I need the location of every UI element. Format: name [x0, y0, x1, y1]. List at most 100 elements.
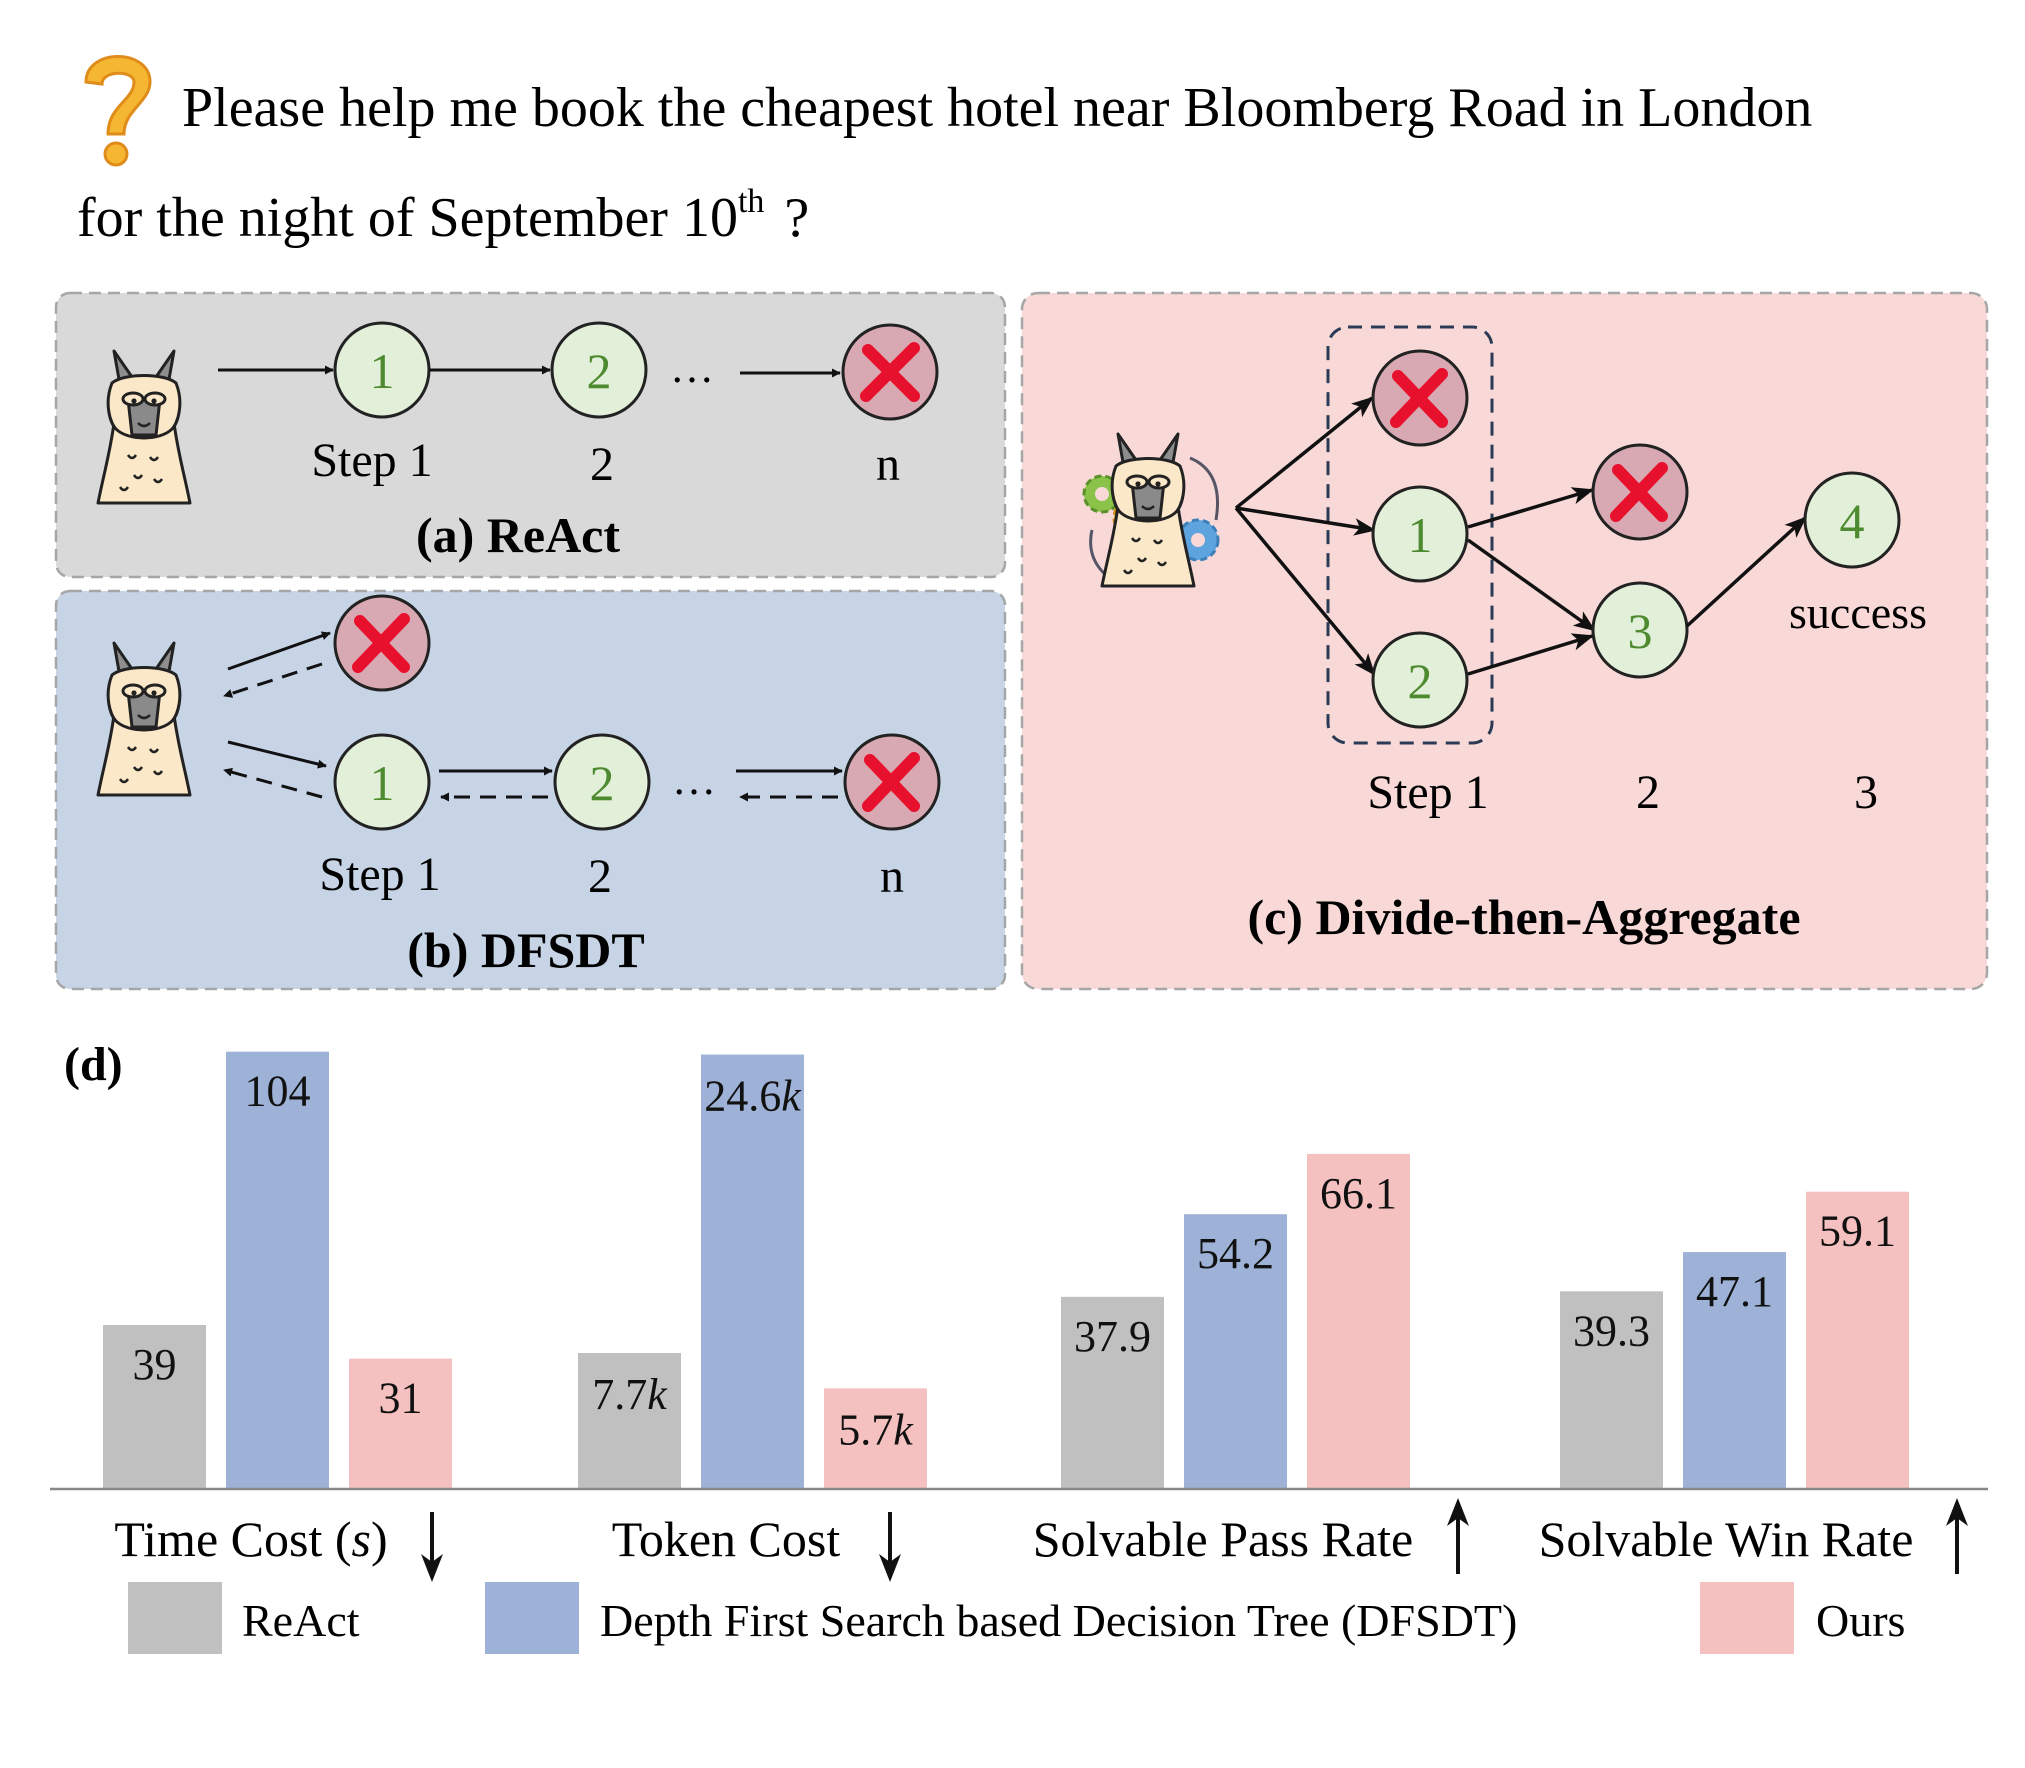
- bar-value-label: 37.9: [1074, 1312, 1151, 1361]
- svg-text:2: 2: [587, 343, 612, 399]
- bar-value-label: 39.3: [1573, 1306, 1650, 1355]
- category-label: Time Cost (s): [114, 1511, 387, 1567]
- fail-node: [843, 733, 941, 831]
- panel-dfsdt-bg: [54, 589, 1007, 991]
- fail-node: [841, 323, 939, 421]
- bar-value-label: 7.7k: [592, 1370, 668, 1419]
- edge: [1235, 506, 1377, 536]
- legend-label: Depth First Search based Decision Tree (…: [600, 1595, 1517, 1646]
- legend-swatch: [1700, 1582, 1794, 1654]
- bar-react-1: [103, 1325, 206, 1489]
- bar-react-2: [578, 1353, 681, 1489]
- step-node: 2: [553, 733, 651, 831]
- edge: [1234, 506, 1376, 676]
- edge: [1467, 633, 1595, 676]
- red-cross-icon: [860, 342, 920, 402]
- step-node: 3: [1591, 581, 1689, 679]
- step-label: n: [876, 438, 900, 491]
- backtrack-edge: [223, 662, 323, 698]
- svg-text:1: 1: [370, 343, 395, 399]
- question-line-2: for the night of September 10th?: [77, 183, 809, 249]
- step-node: 2: [550, 321, 648, 419]
- panel-title: (c) Divide-then-Aggregate: [1247, 889, 1800, 945]
- panel-dfsdt: 1 2 … Step 1 2 n (b) DFSDT: [54, 589, 1007, 991]
- category-label: Solvable Win Rate: [1539, 1511, 1914, 1567]
- step-label: Step 1: [1367, 766, 1488, 819]
- bar-value-label: 5.7k: [838, 1405, 914, 1454]
- step-node: 4: [1803, 471, 1901, 569]
- step-node: 1: [333, 733, 431, 831]
- edge: [1467, 487, 1595, 529]
- svg-text:3: 3: [1628, 603, 1653, 659]
- backtrack-edge: [223, 767, 323, 799]
- step-label: Step 1: [319, 848, 440, 901]
- fail-node: [1591, 443, 1689, 541]
- edge: [1234, 396, 1374, 510]
- panel-d-label: (d): [64, 1038, 123, 1091]
- legend: ReAct Depth First Search based Decision T…: [128, 1582, 1905, 1654]
- red-cross-icon: [862, 752, 920, 812]
- bar-value-label: 39: [133, 1340, 177, 1389]
- svg-text:1: 1: [1408, 507, 1433, 563]
- fail-node: [1371, 349, 1469, 447]
- bar-value-label: 104: [245, 1067, 311, 1116]
- bar-marks: 39 7.7k 37.9 39.3 104 24.6k 54.2 47.1 31 5.7k 66.1…: [103, 1051, 1909, 1489]
- bar-dfsdt-2: [701, 1054, 804, 1489]
- panel-react: 1 2 … Step 1 2 n (a) ReAct: [54, 291, 1007, 579]
- svg-text:4: 4: [1840, 493, 1865, 549]
- arrow-down-icon: [879, 1512, 901, 1582]
- parallel-step-box: [1326, 325, 1494, 745]
- bar-value-label: 66.1: [1320, 1169, 1397, 1218]
- panel-title: (a) ReAct: [416, 507, 620, 563]
- bar-react-4: [1560, 1291, 1663, 1489]
- panel-react-bg: [54, 291, 1007, 579]
- step-label: Step 1: [311, 434, 432, 487]
- bar-dfsdt-4: [1683, 1252, 1786, 1489]
- legend-swatch: [485, 1582, 579, 1654]
- step-node: 2: [1371, 631, 1469, 729]
- bar-ours-2: [824, 1388, 927, 1489]
- legend-swatch: [128, 1582, 222, 1654]
- legend-label: Ours: [1816, 1595, 1905, 1646]
- ellipsis: …: [670, 343, 714, 392]
- category-label: Solvable Pass Rate: [1033, 1511, 1414, 1567]
- bar-value-label: 54.2: [1197, 1229, 1274, 1278]
- panel-title: (b) DFSDT: [407, 922, 645, 978]
- red-cross-icon: [1610, 462, 1668, 522]
- bar-value-label: 47.1: [1696, 1267, 1773, 1316]
- edge: [1685, 516, 1807, 628]
- bar-dfsdt-1: [226, 1051, 329, 1489]
- red-cross-icon: [1390, 368, 1448, 428]
- svg-text:2: 2: [590, 755, 615, 811]
- svg-text:1: 1: [370, 755, 395, 811]
- step-node: 1: [333, 321, 431, 419]
- panel-divide-then-aggregate: 1 2 3 4 success Step 1 2 3 (c) Divide-th…: [1020, 291, 1989, 991]
- bar-ours-3: [1307, 1153, 1410, 1489]
- bar-ours-4: [1806, 1191, 1909, 1489]
- category-labels: Time Cost (s) Token Cost Solvable Pass Rat…: [114, 1498, 1968, 1582]
- category-label: Token Cost: [612, 1511, 841, 1567]
- legend-label: ReAct: [242, 1595, 360, 1646]
- ellipsis: …: [672, 755, 716, 804]
- step-label: n: [880, 850, 904, 903]
- bar-dfsdt-3: [1184, 1214, 1287, 1489]
- edge: [227, 631, 331, 671]
- step-label: 2: [590, 438, 614, 491]
- svg-text:2: 2: [1408, 653, 1433, 709]
- arrow-up-icon: [1946, 1498, 1968, 1574]
- bar-value-label: 24.6k: [704, 1072, 802, 1121]
- edge: [227, 740, 327, 769]
- edge: [1466, 538, 1596, 632]
- question-block: Please help me book the cheapest hotel n…: [77, 55, 1812, 249]
- step-label: 3: [1854, 766, 1878, 819]
- arrow-down-icon: [421, 1512, 443, 1582]
- step-node: 1: [1371, 485, 1469, 583]
- success-label: success: [1789, 587, 1927, 638]
- bar-value-label: 59.1: [1819, 1207, 1896, 1256]
- step-label: 2: [588, 850, 612, 903]
- bar-value-label: 31: [379, 1374, 423, 1423]
- red-cross-icon: [352, 613, 410, 673]
- arrow-up-icon: [1447, 1498, 1469, 1574]
- panel-dta-bg: [1020, 291, 1989, 991]
